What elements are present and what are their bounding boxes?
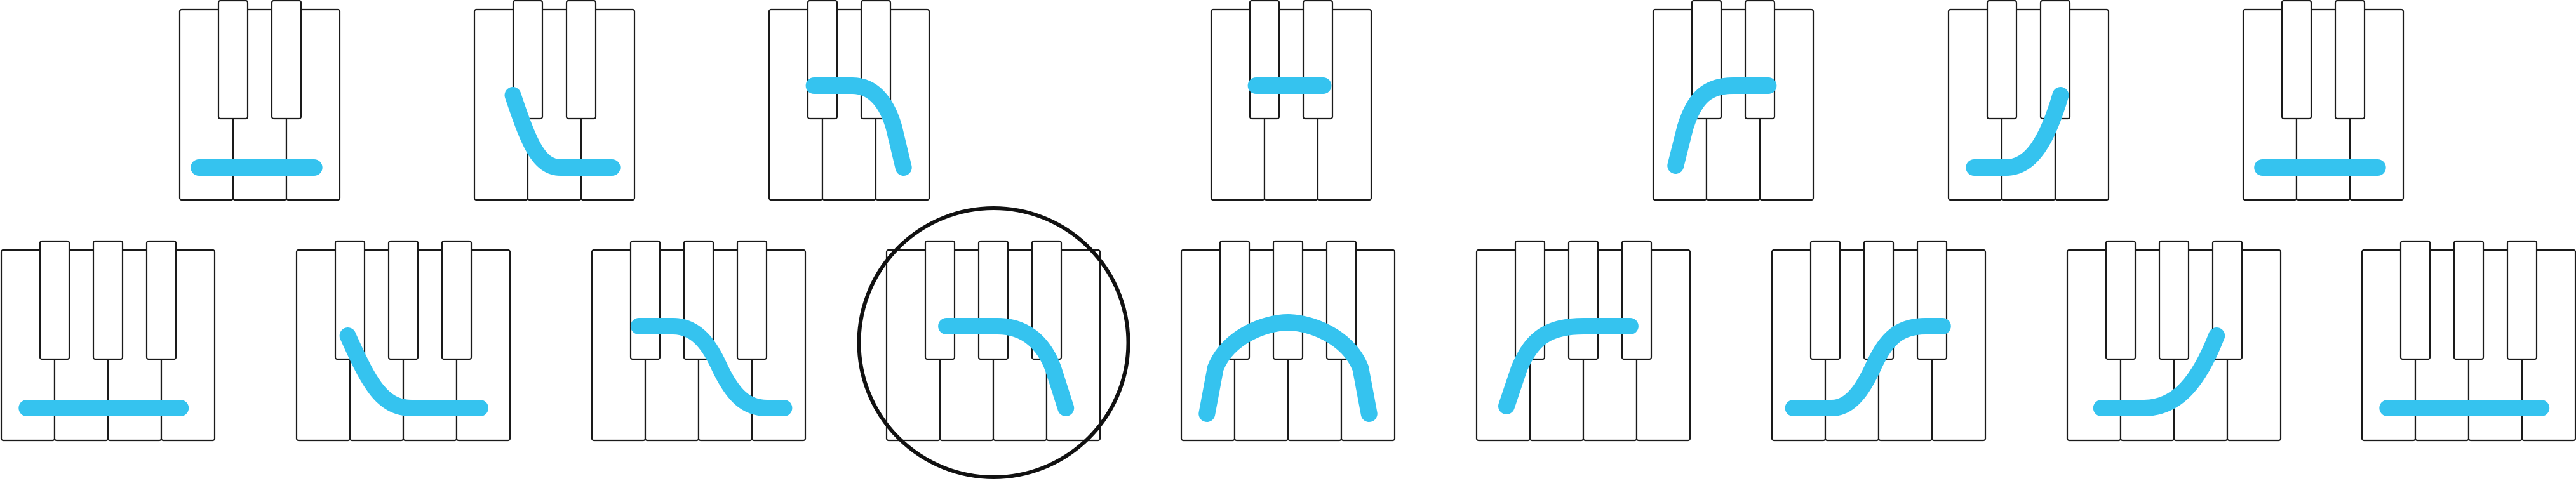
black-key: [1567, 240, 1599, 360]
black-key: [441, 240, 473, 360]
top-row: [178, 0, 2405, 201]
gesture-stroke: [1667, 77, 1777, 174]
black-key: [807, 0, 838, 120]
black-key: [977, 240, 1009, 360]
black-key: [1744, 0, 1776, 120]
black-key: [1302, 0, 1334, 120]
keyboard: [1771, 240, 1987, 442]
black-key: [39, 240, 70, 360]
gesture-stroke: [1498, 318, 1639, 414]
black-key: [565, 0, 597, 120]
keyboard: [295, 240, 511, 442]
keyboard: [591, 240, 807, 442]
black-key: [2399, 240, 2431, 360]
keyboard: [2361, 240, 2576, 442]
black-key: [2158, 240, 2190, 360]
gesture-stroke: [339, 327, 488, 416]
gesture-stroke: [938, 318, 1075, 416]
gesture-stroke: [2093, 327, 2225, 416]
black-key: [2453, 240, 2485, 360]
gesture-stroke: [1785, 318, 1951, 416]
black-key: [1249, 0, 1280, 120]
black-key: [2105, 240, 2137, 360]
gesture-stroke: [630, 318, 793, 416]
keyboard: [1947, 0, 2110, 201]
black-key: [2281, 0, 2312, 120]
black-key: [92, 240, 124, 360]
keyboard: [857, 206, 1130, 479]
keyboard: [2066, 240, 2282, 442]
highlight-circle: [857, 206, 1130, 479]
black-key: [1272, 240, 1304, 360]
black-key: [924, 240, 956, 360]
gesture-stroke: [1198, 314, 1378, 422]
keyboard: [768, 0, 930, 201]
black-key: [736, 240, 768, 360]
gesture-stroke: [805, 77, 912, 176]
black-key: [629, 240, 661, 360]
bottom-row: [0, 206, 2576, 479]
black-key: [1916, 240, 1948, 360]
black-key: [1986, 0, 2018, 120]
black-key: [2506, 240, 2538, 360]
keyboard: [178, 0, 341, 201]
black-key: [217, 0, 249, 120]
black-key: [271, 0, 302, 120]
black-key: [145, 240, 177, 360]
black-key: [1621, 240, 1653, 360]
gesture-stroke: [1966, 87, 2069, 176]
keyboard: [2242, 0, 2405, 201]
gesture-stroke: [504, 87, 621, 176]
keyboard: [1652, 0, 1815, 201]
black-key: [1809, 240, 1841, 360]
keyboard: [0, 240, 216, 442]
keyboard: [1475, 240, 1691, 442]
keyboard: [1210, 0, 1372, 201]
keyboard: [473, 0, 636, 201]
black-key: [387, 240, 419, 360]
keyboard: [1180, 240, 1396, 442]
black-key: [2334, 0, 2366, 120]
